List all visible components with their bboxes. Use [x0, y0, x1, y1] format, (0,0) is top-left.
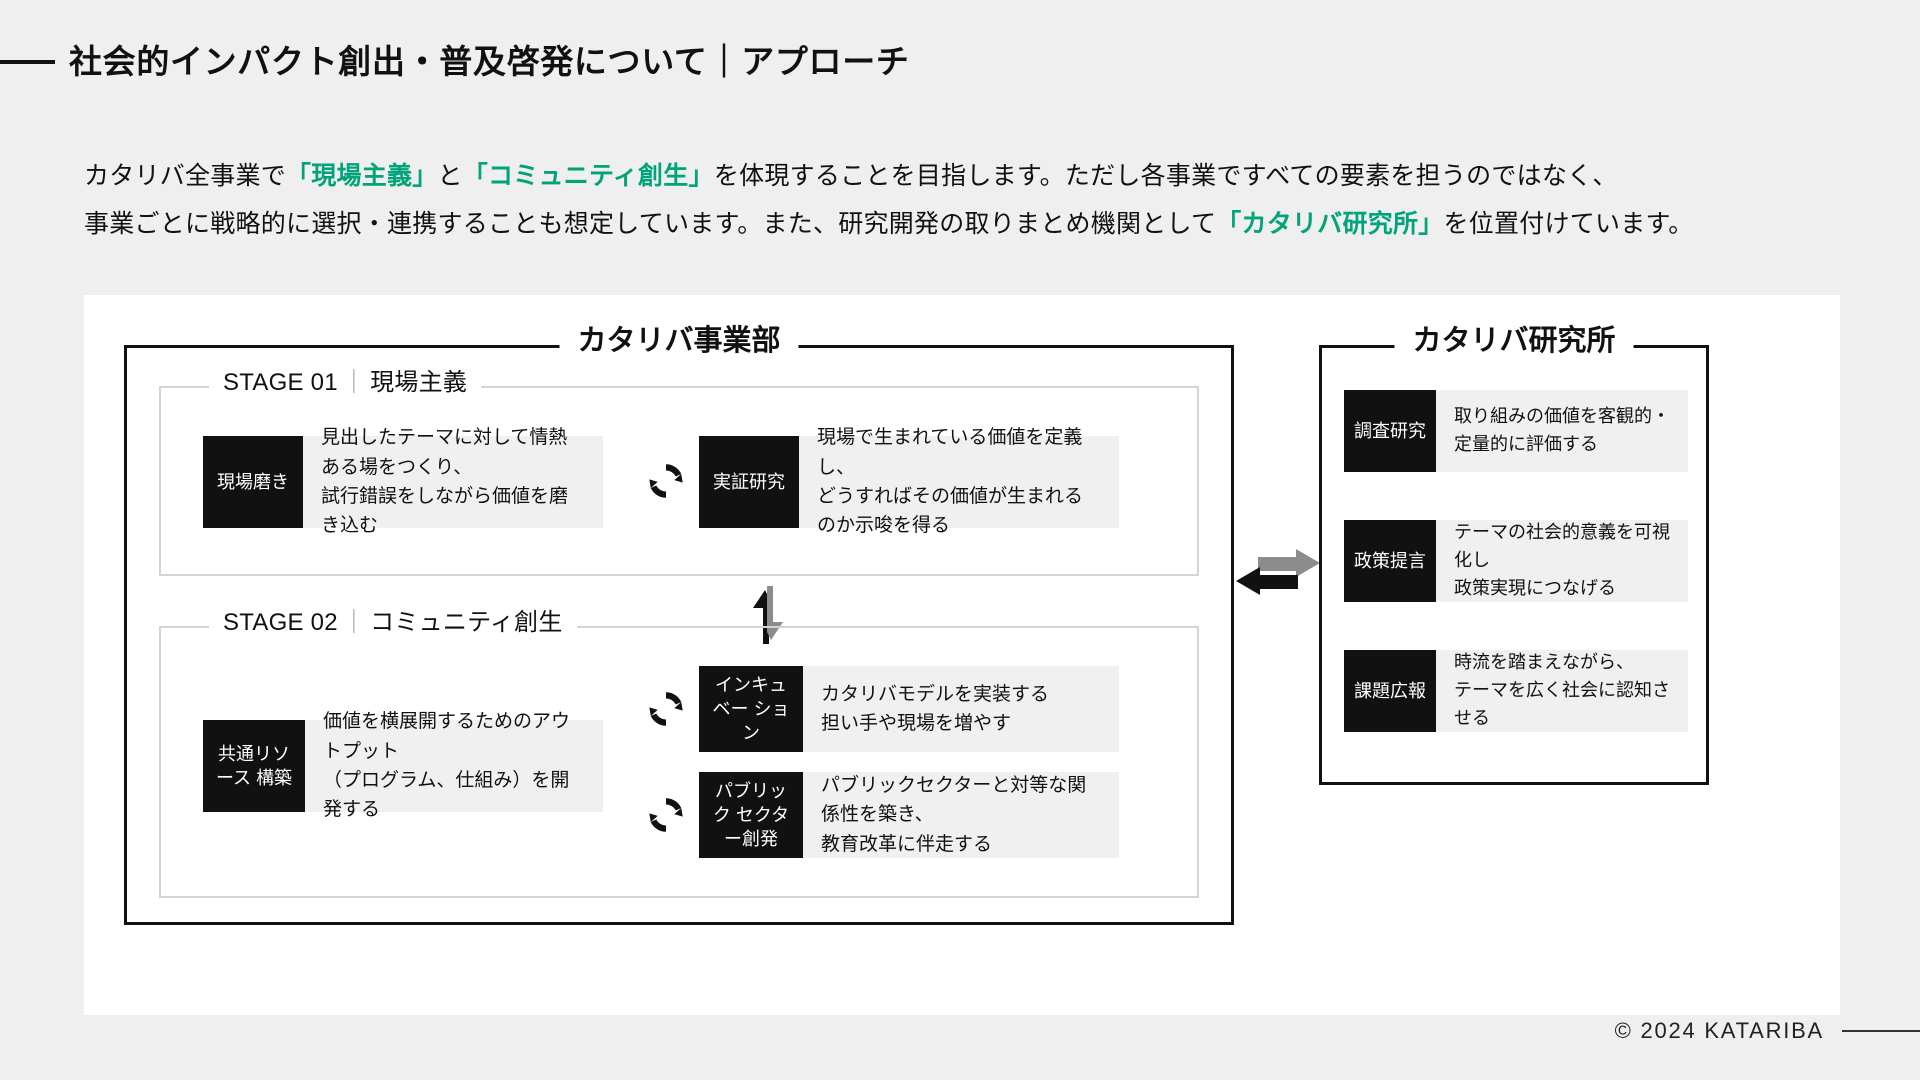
card-tag-line: 共通リソース — [215, 743, 290, 788]
card-body: 取り組みの価値を客観的・ 定量的に評価する — [1436, 390, 1688, 472]
lead-text: と — [437, 162, 463, 190]
lead-text: カタリバ全事業で — [84, 162, 287, 190]
card-tag: 現場磨き — [203, 436, 303, 528]
stage-01-box: STAGE 01｜現場主義 現場磨き 見出したテーマに対して情熱ある場をつくり、… — [159, 371, 1199, 576]
stage-02-number: STAGE 02 — [223, 609, 338, 636]
card-tag: 共通リソース 構築 — [203, 720, 305, 812]
page-header: 社会的インパクト創出・普及啓発について｜アプローチ — [0, 43, 910, 80]
card-tag: インキュベー ション — [699, 666, 803, 752]
left-right-exchange-arrow-icon — [1236, 549, 1320, 595]
stage-02-label: STAGE 02｜コミュニティ創生 — [209, 611, 577, 635]
card-incubation[interactable]: インキュベー ション カタリバモデルを実装する 担い手や現場を増やす — [699, 666, 1119, 752]
copyright-text: © 2024 KATARIBA — [1614, 1018, 1824, 1043]
lead-highlight-genba: 「現場主義」 — [286, 162, 438, 190]
card-body-line: 政策実現につなげる — [1454, 577, 1616, 598]
lead-highlight-community: 「コミュニティ創生」 — [462, 162, 714, 190]
panel-business-division-label: カタリバ事業部 — [559, 327, 799, 356]
card-body: 見出したテーマに対して情熱ある場をつくり、 試行錯誤をしながら価値を磨き込む — [303, 427, 603, 536]
card-body: テーマの社会的意義を可視化し 政策実現につなげる — [1436, 520, 1688, 602]
card-tag: 政策提言 — [1344, 520, 1436, 602]
card-body-line: 定量的に評価する — [1454, 434, 1598, 454]
lead-line-2: 事業ごとに戦略的に選択・連携することも想定しています。また、研究開発の取りまとめ… — [84, 200, 1694, 248]
stage-01-separator: ｜ — [341, 369, 367, 396]
card-body-line: 現場で生まれている価値を定義し、 — [817, 427, 1083, 478]
card-body: 価値を横展開するためのアウトプット （プログラム、仕組み）を開発する — [305, 711, 603, 820]
card-body-line: 教育改革に伴走する — [821, 833, 993, 855]
panel-kataraba-lab: カタリバ研究所 調査研究 取り組みの価値を客観的・ 定量的に評価する 政策提言 … — [1319, 327, 1709, 785]
stage-01-name: 現場主義 — [370, 369, 468, 396]
circular-arrows-icon — [649, 798, 683, 832]
card-body-line: 時流を踏まえながら、 — [1454, 652, 1634, 673]
card-body-line: パブリックセクターと対等な関係性を築き、 — [821, 774, 1087, 826]
card-tag-line: ション — [742, 698, 790, 744]
card-body-line: カタリバモデルを実装する — [821, 683, 1050, 705]
stage-02-name: コミュニティ創生 — [370, 609, 563, 636]
card-tag: 実証研究 — [699, 436, 799, 528]
card-kyotsu-resource[interactable]: 共通リソース 構築 価値を横展開するためのアウトプット （プログラム、仕組み）を… — [203, 711, 603, 820]
stage-01-label: STAGE 01｜現場主義 — [209, 369, 482, 396]
lead-text: 事業ごとに戦略的に選択・連携することも想定しています。また、研究開発の取りまとめ… — [84, 210, 1217, 238]
card-tag-line: インキュベー — [712, 674, 787, 719]
stage-02-separator: ｜ — [341, 609, 367, 636]
horizontal-rule-icon — [1842, 1030, 1920, 1032]
card-body-line: 担い手や現場を増やす — [821, 713, 1012, 734]
lead-text: を体現することを目指します。ただし各事業ですべての要素を担うのではなく、 — [713, 162, 1618, 190]
card-tag-line: パブリック — [712, 780, 787, 825]
card-body-line: （プログラム、仕組み）を開発する — [323, 770, 570, 821]
stage-01-number: STAGE 01 — [223, 369, 338, 396]
card-body: 時流を踏まえながら、 テーマを広く社会に認知させる — [1436, 650, 1688, 732]
card-genba-migaki[interactable]: 現場磨き 見出したテーマに対して情熱ある場をつくり、 試行錯誤をしながら価値を磨… — [203, 427, 603, 536]
card-tag-line: 構築 — [256, 768, 293, 788]
card-body-line: 価値を横展開するためのアウトプット — [323, 711, 571, 762]
circular-arrows-icon — [649, 464, 683, 498]
card-seisaku-teigen[interactable]: 政策提言 テーマの社会的意義を可視化し 政策実現につなげる — [1344, 520, 1688, 602]
page-title: 社会的インパクト創出・普及啓発について｜アプローチ — [69, 43, 910, 80]
page-footer: © 2024 KATARIBA — [1615, 1018, 1920, 1044]
card-body-line: テーマを広く社会に認知させる — [1454, 680, 1670, 728]
diagram-canvas: カタリバ事業部 STAGE 01｜現場主義 現場磨き 見出したテーマに対して情熱… — [84, 295, 1840, 1015]
card-body-line: どうすればその価値が生まれるのか示唆を得る — [817, 486, 1084, 537]
card-body: 現場で生まれている価値を定義し、 どうすればその価値が生まれるのか示唆を得る — [799, 427, 1119, 536]
card-body: カタリバモデルを実装する 担い手や現場を増やす — [803, 666, 1119, 752]
card-tag-line: セクター創発 — [724, 804, 790, 850]
lead-highlight-lab: 「カタリバ研究所」 — [1216, 210, 1444, 238]
circular-arrows-icon — [649, 692, 683, 726]
card-public-sector[interactable]: パブリック セクター創発 パブリックセクターと対等な関係性を築き、 教育改革に伴… — [699, 772, 1119, 858]
card-body-line: 試行錯誤をしながら価値を磨き込む — [321, 486, 569, 537]
card-body-line: 見出したテーマに対して情熱ある場をつくり、 — [321, 427, 568, 478]
card-tag: パブリック セクター創発 — [699, 772, 803, 858]
lead-line-1: カタリバ全事業で「現場主義」と「コミュニティ創生」を体現することを目指します。た… — [84, 152, 1694, 200]
panel-business-division: カタリバ事業部 STAGE 01｜現場主義 現場磨き 見出したテーマに対して情熱… — [124, 327, 1234, 925]
card-tag: 課題広報 — [1344, 650, 1436, 732]
card-tag: 調査研究 — [1344, 390, 1436, 472]
lead-text: を位置付けています。 — [1443, 210, 1694, 238]
horizontal-rule-icon — [0, 60, 55, 65]
card-body: パブリックセクターと対等な関係性を築き、 教育改革に伴走する — [803, 772, 1119, 858]
card-body-line: 取り組みの価値を客観的・ — [1454, 406, 1670, 427]
card-kadai-koho[interactable]: 課題広報 時流を踏まえながら、 テーマを広く社会に認知させる — [1344, 650, 1688, 732]
card-chosa-kenkyu[interactable]: 調査研究 取り組みの価値を客観的・ 定量的に評価する — [1344, 390, 1688, 472]
lead-paragraph: カタリバ全事業で「現場主義」と「コミュニティ創生」を体現することを目指します。た… — [84, 152, 1694, 248]
stage-02-box: STAGE 02｜コミュニティ創生 共通リソース 構築 価値を横展開するためのア… — [159, 611, 1199, 898]
card-jissho-kenkyu[interactable]: 実証研究 現場で生まれている価値を定義し、 どうすればその価値が生まれるのか示唆… — [699, 427, 1119, 536]
panel-kataraba-lab-label: カタリバ研究所 — [1394, 327, 1634, 356]
card-body-line: テーマの社会的意義を可視化し — [1454, 522, 1670, 571]
